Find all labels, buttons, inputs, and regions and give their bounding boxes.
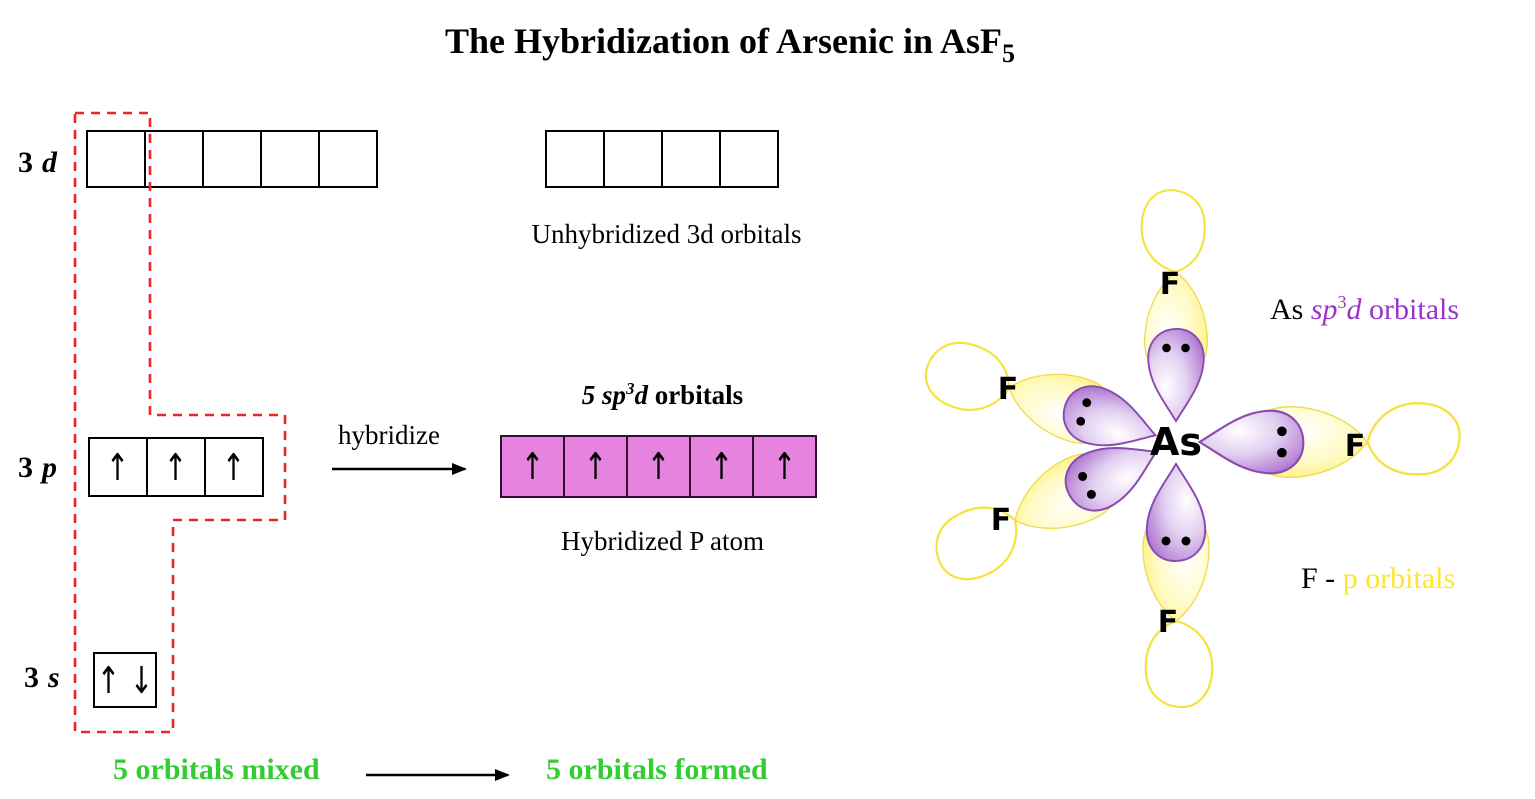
orbital-box-empty: [661, 130, 721, 188]
label-3p-number: 3: [18, 451, 33, 484]
legend-as-sp: sp: [1310, 293, 1338, 326]
title-text: The Hybridization of Arsenic in AsF: [444, 21, 1003, 61]
orbital-box-empty: [144, 130, 204, 188]
hybrid-orbital-box: ↑: [752, 435, 817, 498]
f-atom-label: F: [1158, 605, 1179, 640]
as-orbitals-legend: As sp3d orbitals: [1270, 292, 1459, 327]
f-orbitals-legend: F - p orbitals: [1301, 562, 1455, 596]
label-3d-letter: d: [42, 146, 57, 179]
hybrid-orbital-box: ↑: [500, 435, 565, 498]
orbital-lower-left: [922, 420, 1174, 592]
orbital-row-3s: ↑↓: [93, 652, 157, 708]
page-title: The Hybridization of Arsenic in AsF5: [0, 20, 1460, 69]
title-subscript: 5: [1002, 39, 1016, 68]
hybrid-title-superscript: 3: [626, 379, 635, 398]
orbital-box-one-electron: ↑: [88, 437, 148, 497]
up-arrow-icon: ↑: [646, 445, 671, 488]
hybrid-title-prefix: 5 sp: [581, 380, 627, 410]
orbital-box-empty: [318, 130, 378, 188]
orbitals-formed-note: 5 orbitals formed: [546, 753, 768, 786]
orbital-box-empty: [545, 130, 605, 188]
orbital-box-empty: [260, 130, 320, 188]
hybrid-orbital-row: ↑ ↑ ↑ ↑ ↑: [500, 435, 817, 498]
orbital-bottom: [1141, 462, 1214, 709]
orbital-box-paired-electrons: ↑↓: [93, 652, 157, 708]
up-arrow-icon: ↑: [164, 445, 188, 489]
legend-as-superscript: 3: [1337, 292, 1347, 312]
hybridize-label: hybridize: [338, 420, 440, 450]
mixed-orbitals-outline: [73, 111, 287, 734]
up-arrow-icon: ↑: [709, 445, 734, 488]
legend-as-atom: As: [1270, 293, 1311, 326]
orbital-box-one-electron: ↑: [146, 437, 206, 497]
legend-as-d: d: [1346, 293, 1362, 326]
label-3p-letter: p: [42, 451, 57, 484]
orbital-box-empty: [719, 130, 779, 188]
up-arrow-icon: ↑: [520, 445, 545, 488]
orbital-box-empty: [603, 130, 663, 188]
orbital-row-3p: ↑ ↑ ↑: [88, 437, 264, 497]
hybrid-orbital-box: ↑: [626, 435, 691, 498]
hybridized-atom-caption: Hybridized P atom: [561, 526, 764, 556]
orbital-box-empty: [86, 130, 146, 188]
orbital-box-empty: [202, 130, 262, 188]
legend-f-orbitals: p orbitals: [1342, 562, 1456, 595]
up-arrow-icon: ↑: [772, 445, 797, 488]
as-atom-label: As: [1150, 420, 1202, 464]
orbital-right: [1198, 402, 1461, 479]
up-arrow-icon: ↑: [583, 445, 608, 488]
legend-as-orbitals: orbitals: [1361, 293, 1460, 326]
orbitals-mixed-note: 5 orbitals mixed: [113, 753, 320, 786]
up-arrow-icon: ↑: [96, 658, 121, 702]
up-arrow-icon: ↑: [222, 445, 246, 489]
label-3s-number: 3: [24, 661, 39, 694]
hybrid-title-orbitals: orbitals: [647, 380, 744, 410]
down-arrow-icon: ↓: [129, 658, 154, 702]
unhybridized-3d-row: [545, 130, 779, 188]
hybrid-orbitals-title: 5 sp3d orbitals: [495, 379, 830, 411]
legend-f-atom: F -: [1301, 562, 1343, 595]
f-atom-label: F: [998, 372, 1019, 407]
hybrid-orbital-box: ↑: [563, 435, 628, 498]
label-3d-number: 3: [18, 146, 33, 179]
orbital-top: [1140, 189, 1209, 423]
f-atom-label: F: [1345, 429, 1366, 464]
label-3s-letter: s: [48, 661, 60, 694]
orbital-box-one-electron: ↑: [204, 437, 264, 497]
unhybridized-caption: Unhybridized 3d orbitals: [531, 219, 802, 249]
f-atom-label: F: [991, 503, 1012, 538]
orbital-upper-left: [916, 329, 1167, 471]
hybrid-orbital-box: ↑: [689, 435, 754, 498]
orbital-row-3d: [86, 130, 378, 188]
up-arrow-icon: ↑: [106, 445, 130, 489]
f-atom-label: F: [1160, 267, 1181, 302]
hybrid-title-d: d: [634, 380, 648, 410]
